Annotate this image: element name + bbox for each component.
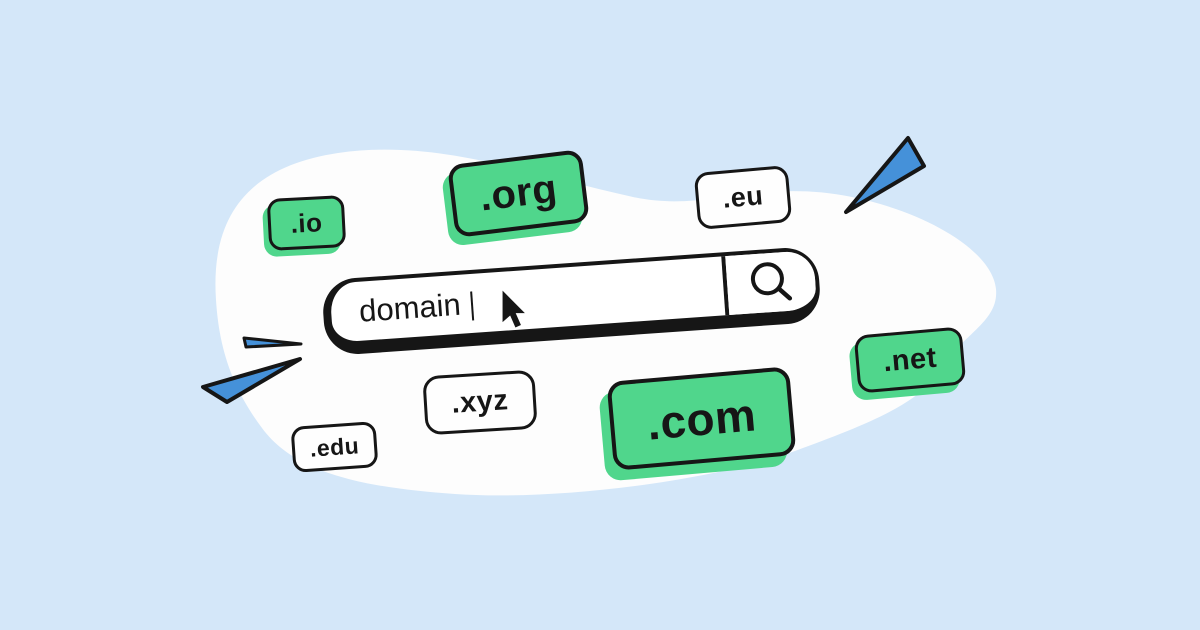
left-big-spark-icon: [201, 357, 302, 404]
mouse-cursor-icon: [502, 290, 525, 328]
left-small-spark-icon: [242, 336, 303, 349]
top-right-spark-icon: [844, 136, 926, 214]
tag-label: .edu: [308, 431, 360, 462]
tag-label: .io: [289, 206, 324, 239]
text-caret: |: [467, 285, 477, 321]
tag-label: .com: [644, 387, 759, 450]
tag-label: .net: [881, 341, 939, 378]
search-button[interactable]: [725, 250, 818, 316]
search-bar: domain|: [320, 245, 823, 357]
tag-label: .eu: [721, 180, 765, 214]
domain-tag-edu: .edu: [290, 421, 379, 473]
domain-tag-com: .com: [606, 366, 797, 471]
domain-tag-eu: .eu: [693, 165, 793, 230]
domain-tag-net: .net: [853, 326, 967, 394]
domain-tag-org: .org: [447, 149, 590, 238]
domain-tag-io: .io: [266, 195, 347, 251]
tag-label: .xyz: [450, 384, 510, 420]
search-query-text: domain: [357, 286, 462, 329]
domain-tag-xyz: .xyz: [422, 369, 538, 436]
tag-label: .org: [477, 166, 560, 220]
search-icon: [750, 261, 793, 301]
